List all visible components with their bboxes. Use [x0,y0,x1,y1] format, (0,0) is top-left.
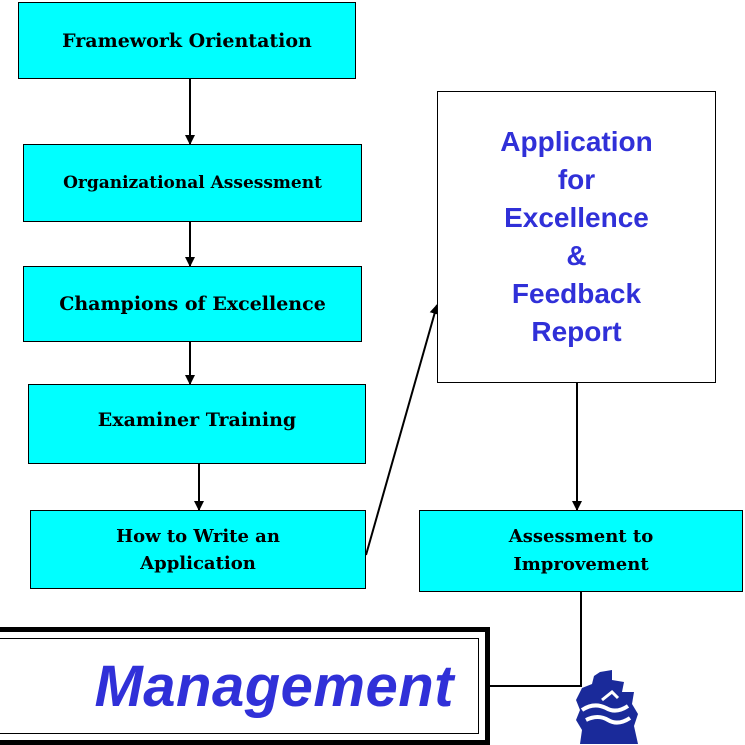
box-organizational-assessment: Organizational Assessment [23,144,362,222]
box-examiner-training-label: Examiner Training [97,409,297,431]
arrow-improvement-to-banner [456,592,582,691]
box-application-report: Application for Excellence & Feedback Re… [437,91,716,383]
application-report-line-2: for [557,164,596,195]
box-framework-orientation: Framework Orientation [18,2,356,79]
application-report-line-5: Feedback [511,278,642,309]
management-banner-inner: Management [0,638,479,734]
application-report-line-6: Report [531,316,622,347]
box-assessment-to-improvement-line-2: Improvement [513,554,649,575]
arrow-write-to-application [365,304,440,556]
box-assessment-to-improvement: Assessment to Improvement [419,510,743,592]
box-framework-orientation-label: Framework Orientation [62,29,312,52]
box-how-to-write: How to Write an Application [30,510,366,589]
box-organizational-assessment-label: Organizational Assessment [63,173,322,193]
box-champions-of-excellence-label: Champions of Excellence [59,293,326,315]
application-report-line-1: Application [500,126,653,157]
box-how-to-write-line-2: Application [140,552,256,574]
management-banner-text: Management [94,653,454,719]
management-banner: Management [0,627,490,745]
application-report-line-4: & [566,240,587,271]
box-examiner-training: Examiner Training [28,384,366,464]
box-how-to-write-line-1: How to Write an [116,525,280,547]
application-report-line-3: Excellence [504,202,649,233]
box-assessment-to-improvement-line-1: Assessment to [508,526,654,547]
agency-logo-icon [576,670,638,744]
box-champions-of-excellence: Champions of Excellence [23,266,362,342]
